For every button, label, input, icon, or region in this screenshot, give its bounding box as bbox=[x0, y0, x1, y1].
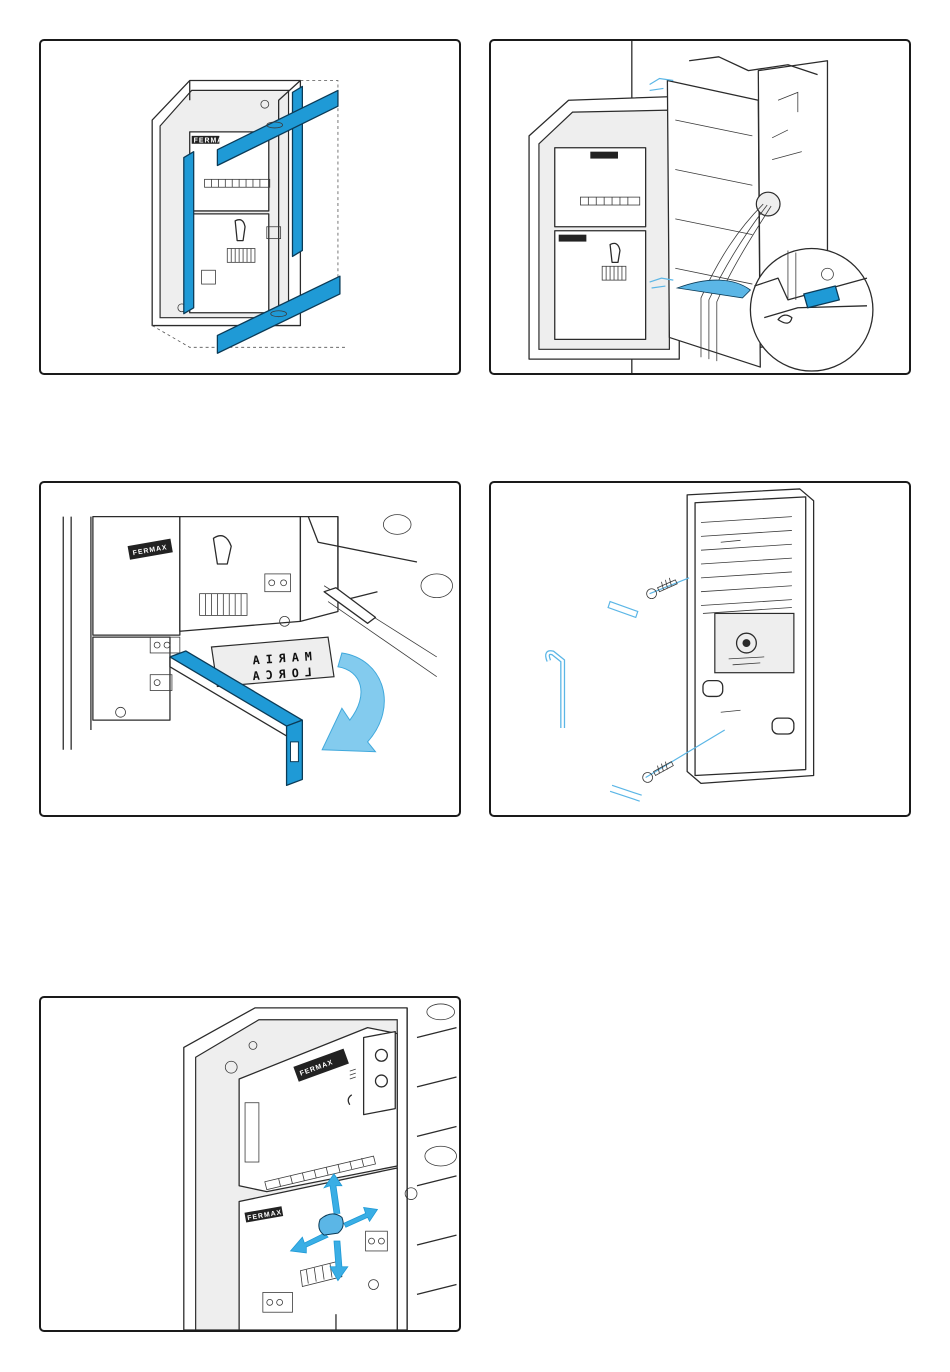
panel-front-plate bbox=[489, 481, 911, 817]
panel-embedding-box bbox=[489, 39, 911, 375]
module-left bbox=[93, 517, 180, 636]
plate-button-left bbox=[703, 681, 723, 697]
panel-name-label-illustration: FERMAX MARIA LORCA bbox=[41, 483, 459, 815]
upper-module bbox=[555, 148, 646, 227]
panel-spacer-bars: FERMAX bbox=[39, 39, 461, 375]
spacer-bar-left-icon bbox=[184, 152, 194, 314]
panel-spacer-bars-illustration: FERMAX bbox=[41, 41, 459, 373]
cable-entry-hole bbox=[756, 192, 780, 216]
wall-plug-upper-icon bbox=[608, 602, 638, 618]
panel-module-adjust: FERMAX FERMAX bbox=[39, 996, 461, 1332]
fermax-logo-lower bbox=[559, 235, 587, 242]
allen-key-icon bbox=[548, 653, 563, 728]
lower-module bbox=[190, 214, 269, 313]
control-strip bbox=[364, 1032, 396, 1115]
panel-front-plate-illustration bbox=[491, 483, 909, 815]
detail-magnifier bbox=[750, 249, 873, 372]
panel-name-label: FERMAX MARIA LORCA bbox=[39, 481, 461, 817]
lower-module bbox=[555, 231, 646, 340]
adjustment-knob bbox=[319, 1214, 343, 1235]
fermax-logo-upper bbox=[590, 152, 618, 159]
plate-button-right bbox=[772, 718, 794, 734]
fermax-logo-text-upper: FERMAX bbox=[194, 137, 229, 144]
camera-window bbox=[715, 613, 794, 672]
wall-plug-lower-icon bbox=[610, 785, 642, 801]
screw-upper-icon bbox=[647, 578, 689, 599]
panel-module-adjust-illustration: FERMAX FERMAX bbox=[41, 998, 459, 1330]
panel-embedding-box-illustration bbox=[491, 41, 909, 373]
box-hinged-panel bbox=[667, 81, 760, 368]
